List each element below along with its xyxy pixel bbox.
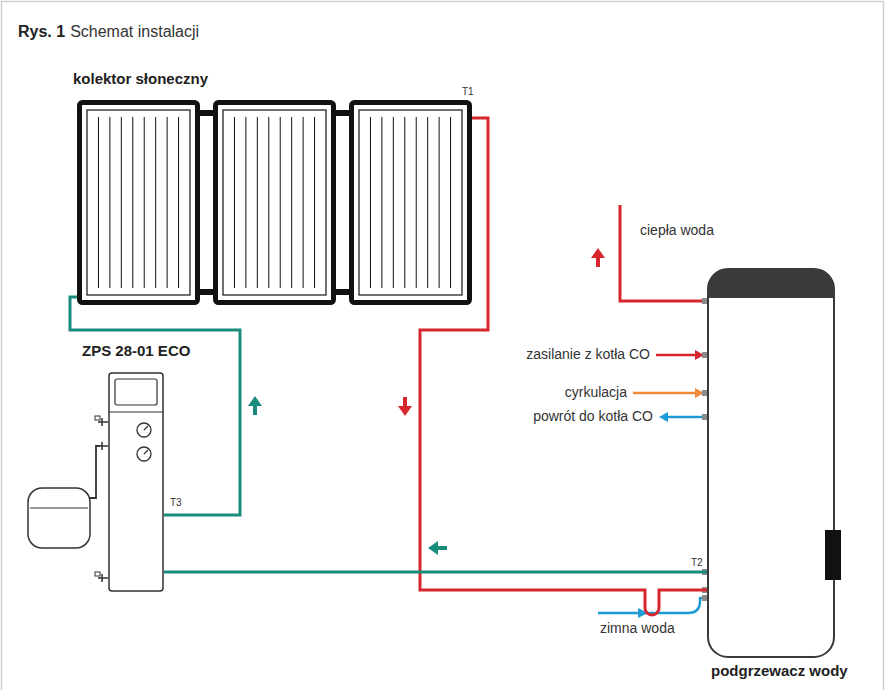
expansion-vessel: [28, 446, 100, 548]
pipe: [164, 571, 707, 574]
component-heading: kolektor słoneczny: [73, 70, 208, 88]
component-heading: podgrzewacz wody: [711, 662, 848, 680]
pipe-label: zasilanie z kotła CO: [526, 346, 650, 363]
pump-station: [108, 372, 164, 592]
component-heading: ZPS 28-01 ECO: [82, 342, 190, 360]
sensor-tag: T2: [691, 557, 703, 569]
pipe-label: powrót do kotła CO: [533, 408, 653, 425]
sensor-tag: T1: [462, 86, 474, 98]
solar-collector: kolektor słoneczny: [77, 70, 472, 305]
collector-panels: [77, 100, 472, 305]
water-heater-tank: [707, 268, 835, 658]
water-heater: podgrzewacz wody: [707, 268, 835, 658]
pipe-label: zimna woda: [600, 620, 675, 637]
figure-title: Schemat instalacji: [70, 22, 199, 41]
sensor-tag: T3: [170, 497, 182, 509]
figure-number: Rys. 1: [18, 22, 65, 41]
pipe-label: cyrkulacja: [565, 384, 627, 401]
pump-station: ZPS 28-01 ECO: [108, 372, 164, 592]
pipe-arrowhead: [638, 350, 704, 618]
pipe-label: ciepła woda: [640, 222, 714, 239]
